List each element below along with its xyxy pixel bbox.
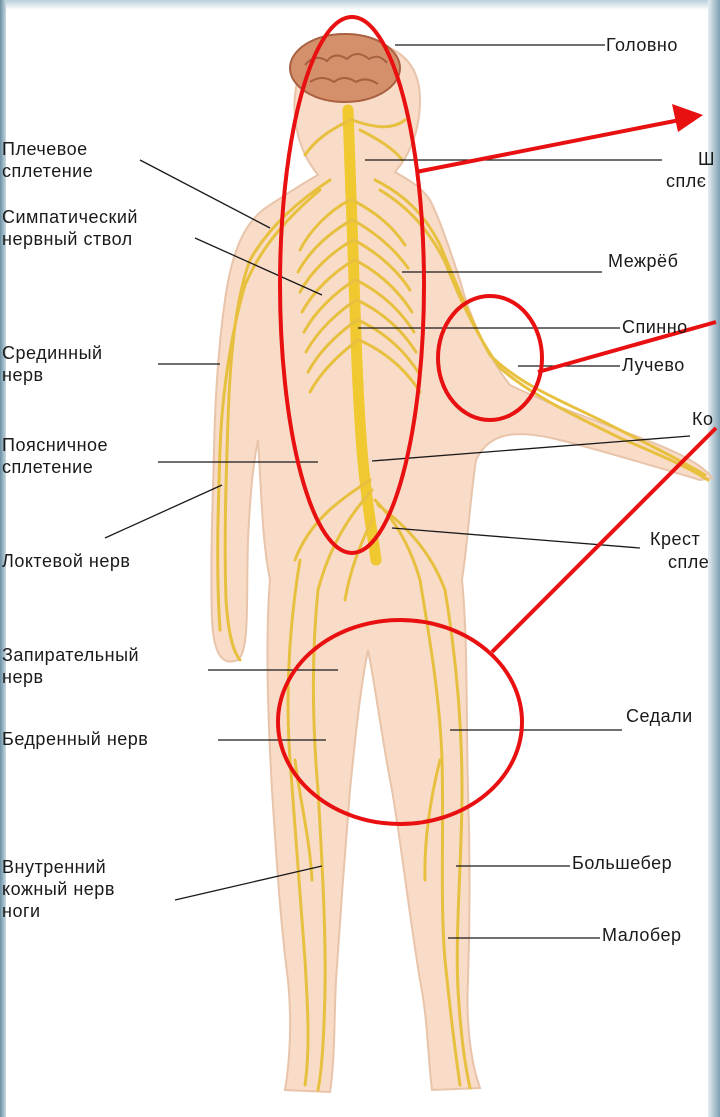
label-obturator-nerve: Запирательный нерв: [2, 644, 139, 688]
label-cervical-plexus-bottom: сплє: [666, 170, 706, 192]
label-radial-nerve: Лучево: [622, 354, 685, 376]
label-lumbar-plexus: Поясничное сплетение: [2, 434, 108, 478]
label-internal-cutaneous: Внутренний кожный нерв ноги: [2, 856, 115, 922]
label-peroneal: Малобер: [602, 924, 682, 946]
label-intercostal: Межрёб: [608, 250, 678, 272]
arrow-head-cervical: [672, 104, 703, 132]
label-brain: Головно: [606, 34, 678, 56]
label-brachial-plexus: Плечевое сплетение: [2, 138, 93, 182]
label-femoral-nerve: Бедренный нерв: [2, 728, 148, 750]
label-sacral-plexus-top: Крест: [650, 528, 700, 550]
label-cervical-plexus-top: Ш: [698, 148, 715, 170]
label-sacral-plexus-bottom: спле: [668, 551, 709, 573]
label-spinal-cord: Спинно: [622, 316, 688, 338]
label-sciatic: Седали: [626, 705, 693, 727]
label-ko: Ко: [692, 408, 714, 430]
label-sympathetic-trunk: Симпатический нервный ствол: [2, 206, 138, 250]
leader-ulnar: [105, 485, 222, 538]
arrow-to-cervical: [416, 118, 690, 172]
leader-brachial: [140, 160, 270, 228]
label-median-nerve: Срединный нерв: [2, 342, 103, 386]
label-tibial: Большебер: [572, 852, 672, 874]
label-ulnar-nerve: Локтевой нерв: [2, 550, 130, 572]
